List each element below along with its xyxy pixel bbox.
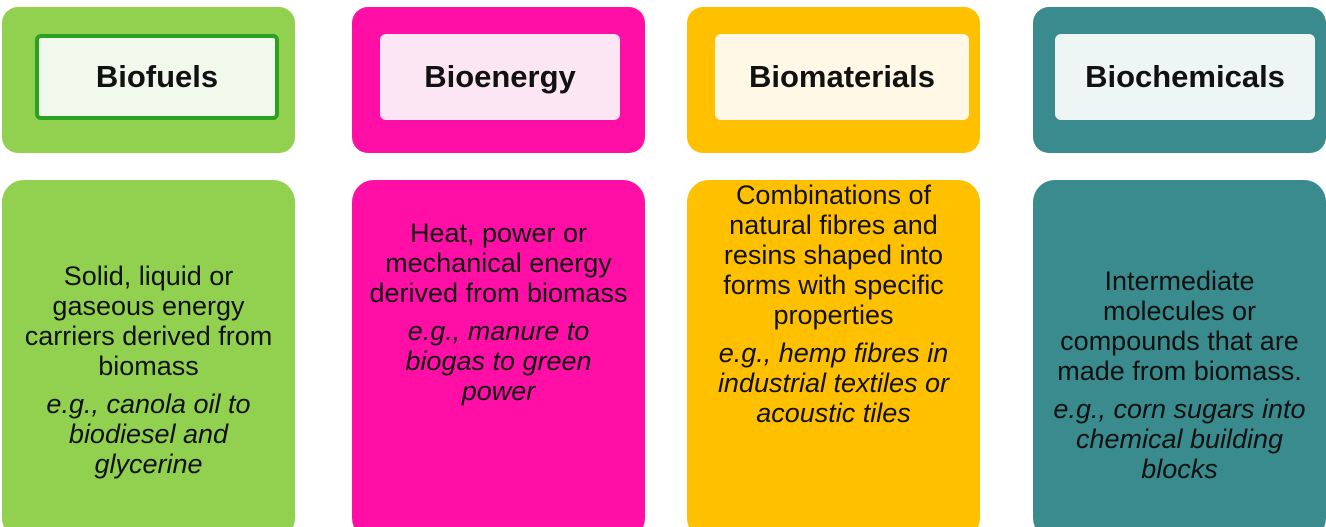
category-example: e.g., corn sugars into chemical building… (1053, 394, 1306, 484)
category-biomaterials: Biomaterials Combinations of natural fib… (687, 0, 980, 527)
category-biochemicals: Biochemicals Intermediate molecules or c… (1033, 0, 1326, 527)
category-title[interactable]: Bioenergy (380, 34, 620, 120)
category-example: e.g., hemp fibres in industrial textiles… (717, 338, 950, 428)
category-description: Intermediate molecules or compounds that… (1057, 266, 1302, 386)
category-title[interactable]: Biomaterials (715, 34, 969, 120)
category-biofuels: Biofuels Solid, liquid or gaseous energy… (2, 0, 295, 527)
category-description: Heat, power or mechanical energy derived… (369, 218, 628, 308)
category-example: e.g., manure to biogas to green power (405, 316, 592, 406)
category-body: Intermediate molecules or compounds that… (1033, 180, 1326, 527)
category-description: Combinations of natural fibres and resin… (723, 180, 944, 330)
category-header: Biomaterials (687, 7, 980, 153)
category-title[interactable]: Biofuels (35, 34, 279, 120)
category-bioenergy: Bioenergy Heat, power or mechanical ener… (352, 0, 645, 527)
category-description: Solid, liquid or gaseous energy carriers… (24, 261, 273, 381)
category-body: Heat, power or mechanical energy derived… (352, 180, 645, 527)
category-body: Combinations of natural fibres and resin… (687, 180, 980, 527)
category-title[interactable]: Biochemicals (1055, 34, 1315, 120)
category-header: Biofuels (2, 7, 295, 153)
category-example: e.g., canola oil to biodiesel and glycer… (46, 389, 251, 479)
category-header: Biochemicals (1033, 7, 1326, 153)
category-header: Bioenergy (352, 7, 645, 153)
category-body: Solid, liquid or gaseous energy carriers… (2, 180, 295, 527)
